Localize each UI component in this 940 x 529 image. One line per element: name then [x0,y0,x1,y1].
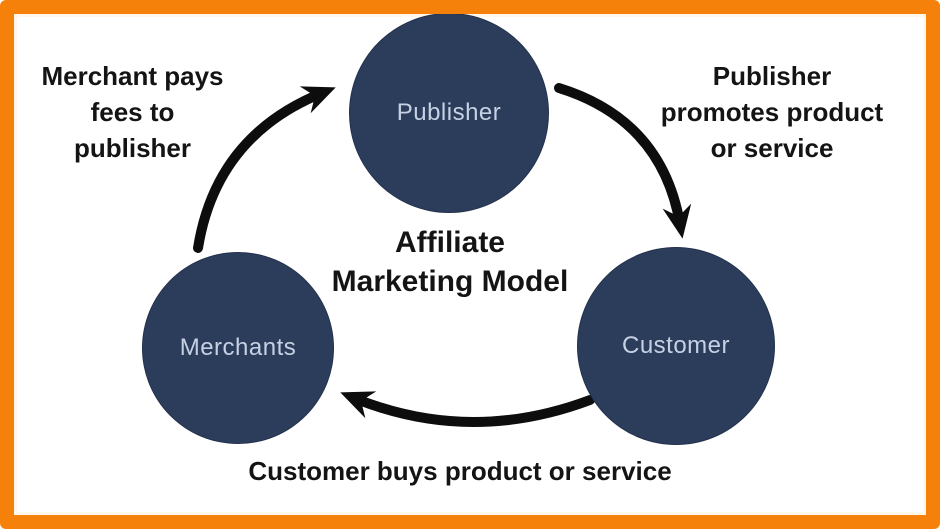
edge-label-publisher-promotes: Publisher promotes product or service [647,58,897,166]
flow-arrows-layer [193,83,692,427]
node-merchants-label: Merchants [179,334,297,361]
page-title: Affiliate Marketing Model [300,223,600,301]
edge-label-line: fees to [90,97,175,127]
node-customer-label: Customer [621,332,731,359]
node-customer: Customer [577,247,775,445]
arrow-merchants-to-publisher-icon [193,86,336,253]
node-merchants: Merchants [142,252,334,444]
page-title-line: Marketing Model [331,265,569,298]
node-publisher-label: Publisher [396,99,502,126]
edge-label-merchant-pays-fees: Merchant pays fees to publisher [20,58,245,166]
node-publisher: Publisher [349,14,549,213]
edge-label-line: Customer buys product or service [248,456,672,486]
arrow-publisher-to-customer-icon [554,83,692,239]
page-title-line: Affiliate [394,226,505,259]
edge-label-line: Merchant pays [41,61,224,91]
edge-label-line: publisher [73,133,191,163]
edge-label-line: promotes product [660,97,884,127]
edge-label-line: or service [710,133,834,163]
arrow-customer-to-merchants-icon [340,391,595,427]
edge-label-customer-buys: Customer buys product or service [185,454,735,488]
edge-label-line: Publisher [712,61,832,91]
